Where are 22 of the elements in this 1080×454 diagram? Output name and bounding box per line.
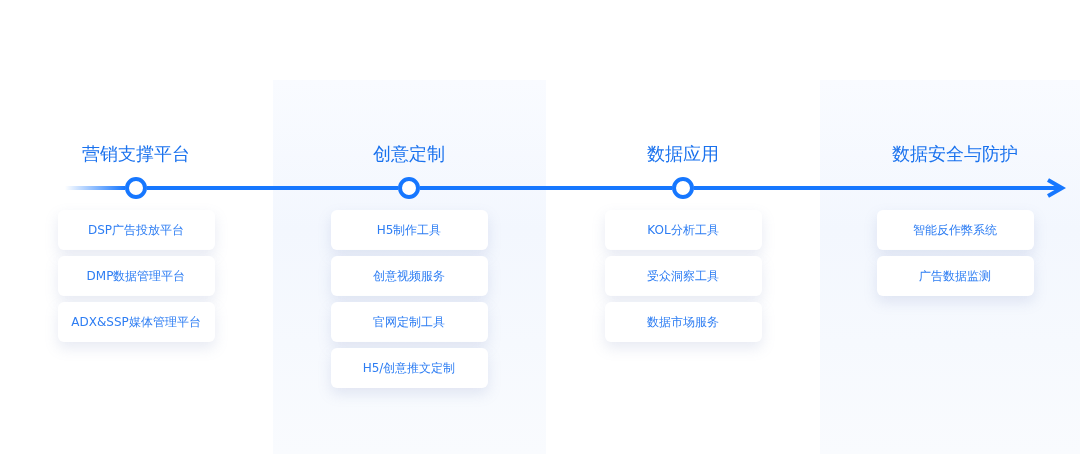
column-heading: 数据应用 bbox=[647, 142, 719, 166]
column-heading: 营销支撑平台 bbox=[82, 142, 190, 166]
item-card: 受众洞察工具 bbox=[604, 256, 762, 296]
item-card: ADX&SSP媒体管理平台 bbox=[57, 302, 215, 342]
item-card: DMP数据管理平台 bbox=[57, 256, 215, 296]
item-card: 数据市场服务 bbox=[604, 302, 762, 342]
timeline-dot bbox=[672, 177, 694, 199]
timeline-dot bbox=[125, 177, 147, 199]
timeline-line bbox=[420, 186, 672, 190]
timeline-line bbox=[65, 186, 125, 190]
item-card: 智能反作弊系统 bbox=[876, 210, 1034, 250]
arrow bbox=[694, 178, 1064, 198]
item-card: KOL分析工具 bbox=[604, 210, 762, 250]
item-card: DSP广告投放平台 bbox=[57, 210, 215, 250]
item-card: H5/创意推文定制 bbox=[330, 348, 488, 388]
column-heading: 创意定制 bbox=[373, 142, 445, 166]
item-card: 官网定制工具 bbox=[330, 302, 488, 342]
item-card: 创意视频服务 bbox=[330, 256, 488, 296]
item-card: H5制作工具 bbox=[330, 210, 488, 250]
column-heading: 数据安全与防护 bbox=[892, 142, 1018, 166]
timeline-line bbox=[147, 186, 398, 190]
item-card: 广告数据监测 bbox=[876, 256, 1034, 296]
